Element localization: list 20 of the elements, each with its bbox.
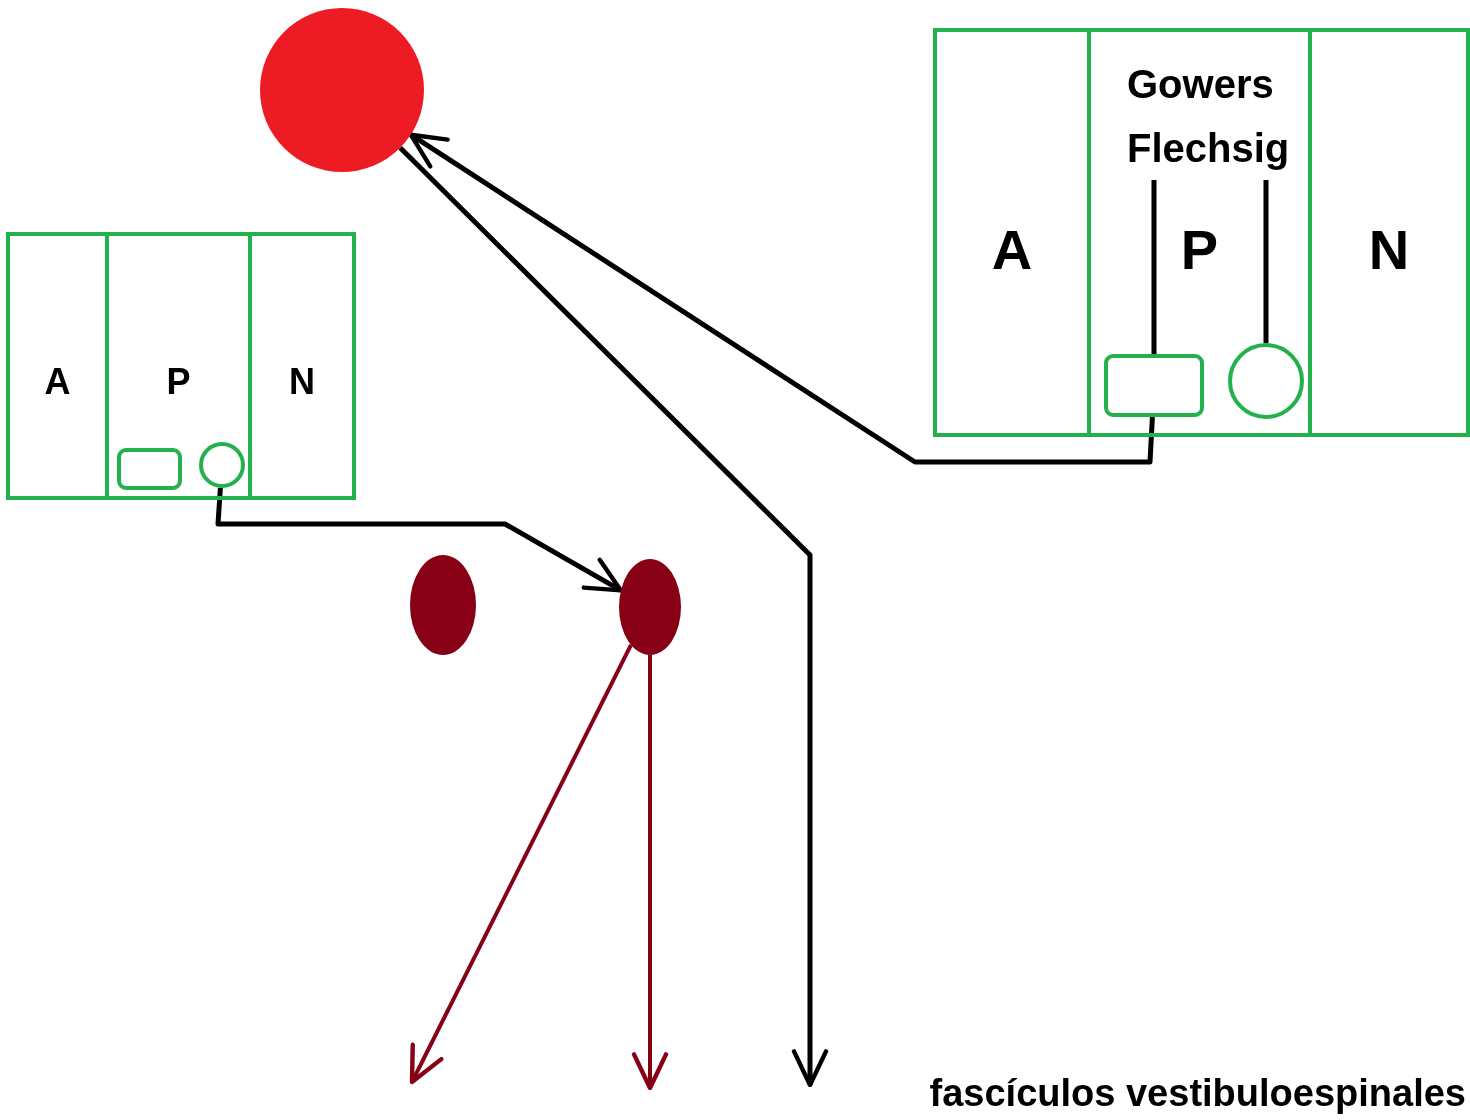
rounded-rect	[117, 448, 182, 490]
tract-name: Flechsig	[1127, 125, 1290, 172]
annotation-text: fascículos vestibuloespinales	[929, 1071, 1466, 1116]
column-letter: N	[1367, 218, 1411, 282]
leader-line	[1263, 180, 1269, 343]
arrow	[398, 146, 829, 1088]
column-letter: A	[43, 360, 72, 404]
arrow	[215, 487, 624, 593]
column-letter: N	[288, 360, 316, 404]
arrow	[408, 132, 1155, 465]
arrow	[631, 655, 669, 1091]
column-letter: A	[990, 218, 1034, 282]
leader-line	[1151, 180, 1157, 354]
arrow	[409, 644, 633, 1085]
rounded-rect	[1104, 354, 1204, 417]
column-letter: P	[1179, 218, 1220, 282]
ring	[199, 442, 245, 488]
column-letter: P	[165, 360, 192, 404]
ring	[1228, 343, 1304, 419]
tract-name: Gowers	[1127, 61, 1275, 108]
